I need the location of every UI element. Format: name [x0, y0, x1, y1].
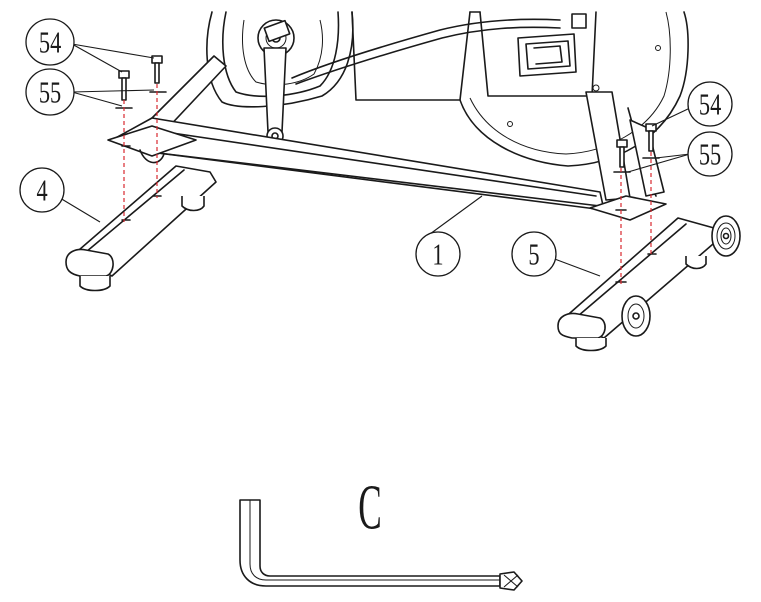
callout-55-left: 55 — [25, 68, 75, 116]
callout-5: 5 — [511, 231, 557, 277]
callout-54-left: 54 — [25, 18, 75, 66]
svg-text:5: 5 — [528, 237, 539, 271]
svg-text:1: 1 — [432, 237, 443, 271]
l-wrench-tool — [239, 499, 523, 591]
rear-stabilizer — [557, 215, 741, 352]
svg-text:54: 54 — [39, 25, 62, 59]
svg-text:55: 55 — [39, 75, 61, 109]
main-frame — [107, 55, 667, 221]
drive-belt — [291, 18, 561, 79]
frame-housing — [351, 11, 600, 101]
callout-1: 1 — [415, 231, 461, 277]
tool-label-c: C — [358, 473, 381, 544]
callout-55-right: 55 — [687, 131, 733, 177]
leader-lines — [59, 43, 691, 277]
callout-54-right: 54 — [687, 81, 733, 127]
alignment-guides — [123, 84, 652, 284]
callout-4: 4 — [19, 167, 65, 213]
svg-text:4: 4 — [37, 173, 49, 207]
front-stabilizer — [65, 165, 217, 292]
svg-text:55: 55 — [699, 137, 721, 171]
crank-arm — [257, 19, 295, 145]
svg-text:54: 54 — [699, 87, 722, 121]
